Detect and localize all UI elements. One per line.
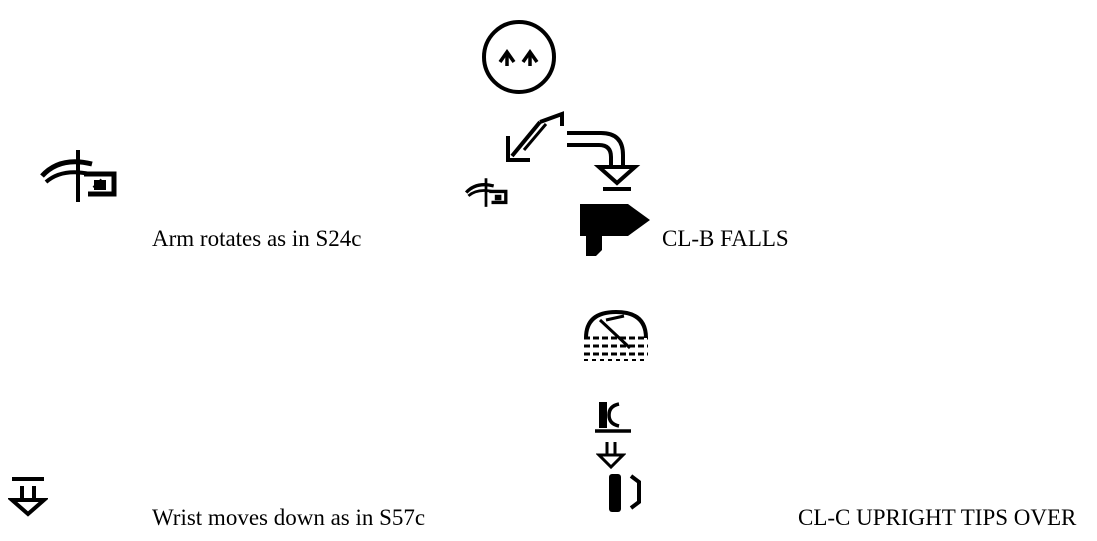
curved-down-arrow-icon <box>567 131 641 191</box>
face-icon <box>482 20 556 94</box>
wrist-down-icon <box>8 477 48 517</box>
tipped-upright-icon <box>609 474 641 512</box>
clc-upright-tips-over-caption: CL-C UPRIGHT TIPS OVER <box>798 505 1077 530</box>
shelf-container-icon <box>584 309 648 361</box>
wrist-moves-down-caption: Wrist moves down as in S57c <box>152 505 426 530</box>
down-arrow-icon <box>596 442 626 470</box>
arm-rotate-icon <box>40 150 117 202</box>
rotate-arrow-icon <box>506 111 564 162</box>
clb-falls-caption: CL-B FALLS <box>662 226 789 251</box>
pointing-hand-icon <box>580 204 650 256</box>
arm-rotate-icon <box>464 178 508 207</box>
upright-icon <box>595 402 631 433</box>
arm-rotates-caption: Arm rotates as in S24c <box>152 226 362 251</box>
